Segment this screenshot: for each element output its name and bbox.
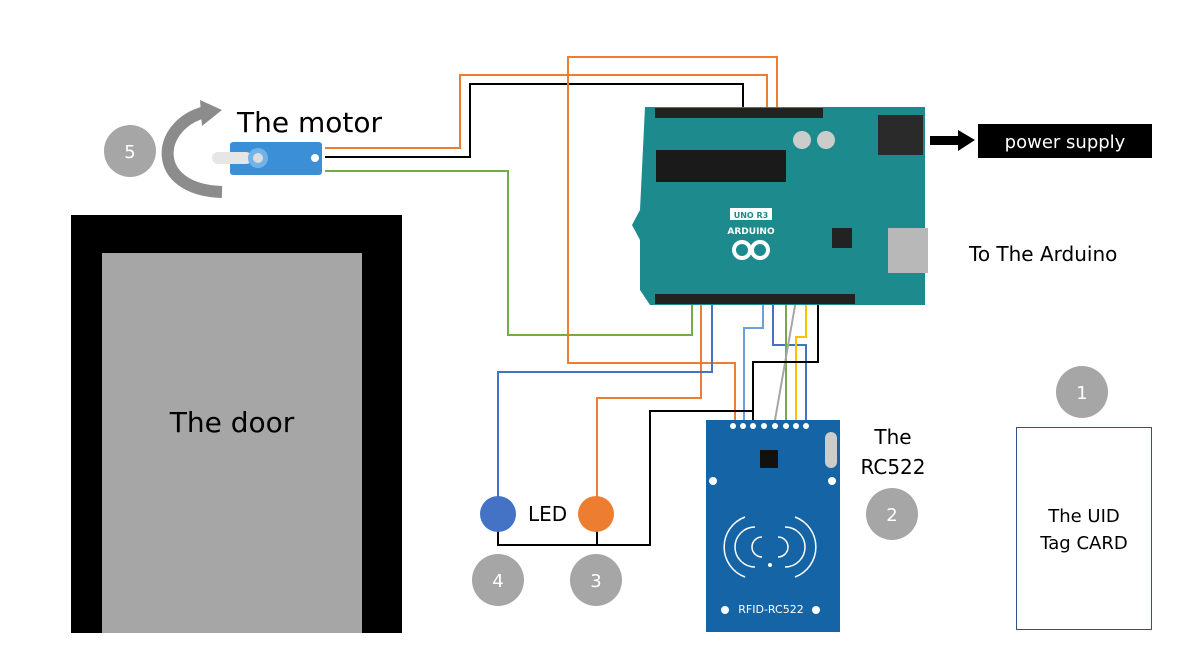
svg-text:ARDUINO: ARDUINO [727, 227, 775, 237]
power-arrow-icon [930, 130, 975, 151]
wire-sda [772, 300, 807, 420]
wire-sck [795, 300, 807, 420]
wire-motor-power [325, 74, 768, 149]
motor-label: The motor [236, 106, 382, 139]
wire-rst [743, 300, 764, 420]
door-label: The door [169, 406, 295, 439]
power-supply: power supply [978, 124, 1152, 158]
svg-text:5: 5 [124, 142, 135, 163]
step-1: 1 [1056, 366, 1108, 418]
svg-text:2: 2 [886, 505, 897, 526]
wire-led-gnd [497, 410, 753, 546]
wire-miso [774, 299, 797, 421]
rc522-label-line2: RC522 [860, 455, 925, 479]
rc522-module: RFID-RC522 [706, 420, 840, 632]
led-label: LED [528, 502, 567, 526]
wire-rc522-3v3 [567, 56, 778, 420]
svg-text:Tag CARD: Tag CARD [1039, 533, 1127, 554]
svg-text:power supply: power supply [1005, 132, 1126, 153]
svg-text:1: 1 [1076, 383, 1087, 404]
led-blue [480, 496, 516, 532]
svg-text:The UID: The UID [1047, 506, 1120, 527]
step-3: 3 [570, 554, 622, 606]
wire-gnd [752, 300, 819, 420]
wire-motor-ground [325, 83, 744, 158]
svg-text:4: 4 [492, 571, 503, 592]
led-orange [578, 496, 614, 532]
svg-text:RFID-RC522: RFID-RC522 [738, 603, 803, 616]
servo-motor [212, 142, 322, 175]
wire-led-blue [497, 300, 713, 497]
step-4: 4 [472, 554, 524, 606]
wire-motor-signal [325, 170, 693, 336]
step-2: 2 [866, 488, 918, 540]
wire-led-orange [596, 300, 702, 497]
arduino-board: UNO R3 ARDUINO [632, 107, 928, 305]
svg-text:3: 3 [590, 571, 601, 592]
to-arduino-label: To The Arduino [968, 242, 1117, 266]
step-5: 5 [104, 125, 156, 177]
svg-text:UNO R3: UNO R3 [734, 211, 769, 220]
wires [325, 56, 819, 546]
rotation-arrow-icon [161, 100, 223, 198]
rc522-label-line1: The [873, 425, 911, 449]
uid-tag-card: The UID Tag CARD [1016, 427, 1152, 630]
door: The door [71, 215, 402, 633]
